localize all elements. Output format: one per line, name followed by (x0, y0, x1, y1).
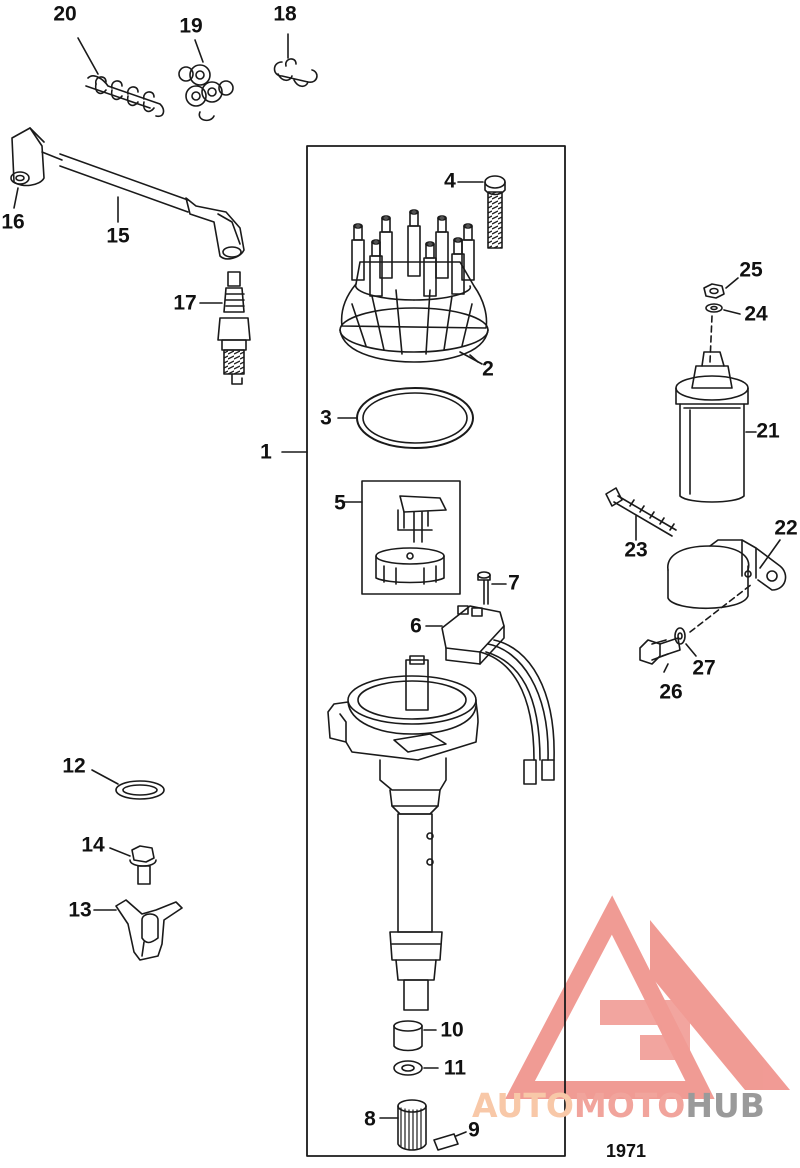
part-1-distributor-housing (327, 655, 479, 1011)
callout-6: 6 (410, 614, 422, 638)
callout-4: 4 (444, 169, 456, 193)
watermark-part-moto: MOTO (573, 1086, 686, 1125)
callout-10: 10 (440, 1018, 464, 1042)
part-20-wire-clip (77, 37, 165, 118)
callout-24: 24 (744, 302, 768, 326)
part-6-ignition-module (425, 605, 555, 785)
part-8-drive-gear (379, 1099, 427, 1151)
callout-27: 27 (692, 656, 716, 680)
part-19-triple-wire-clip (178, 39, 234, 122)
callout-17: 17 (173, 291, 197, 315)
part-27-washer (674, 627, 697, 657)
part-26-bolt (639, 637, 681, 673)
callout-25: 25 (739, 258, 763, 282)
part-3-cap-seal (337, 387, 474, 449)
part-14-bolt (109, 845, 157, 885)
part-17-spark-plug (199, 271, 251, 385)
watermark-text: AUTOMOTOHUB (472, 1086, 765, 1125)
part-22-coil-bracket (667, 539, 787, 610)
part-15-spark-plug-wire (10, 127, 245, 260)
callout-18: 18 (273, 2, 297, 26)
watermark-part-auto: AUTO (472, 1086, 574, 1125)
part-9-roll-pin (433, 1131, 467, 1151)
callout-11: 11 (443, 1056, 467, 1080)
watermark-part-hub: HUB (685, 1086, 765, 1125)
watermark-logo (505, 895, 790, 1099)
part-25-nut (703, 277, 739, 299)
callout-21: 21 (756, 419, 780, 443)
part-5-rotor (343, 480, 461, 595)
callout-26: 26 (659, 680, 683, 704)
part-23-bolt (605, 487, 677, 541)
part-18-double-wire-clip (273, 33, 318, 88)
callout-14: 14 (81, 833, 105, 857)
figure-number: 1971 (606, 1141, 647, 1161)
callout-20: 20 (53, 2, 77, 26)
callout-22: 22 (774, 516, 798, 540)
callout-16: 16 (1, 210, 25, 234)
callout-9: 9 (468, 1118, 480, 1142)
callout-23: 23 (624, 538, 648, 562)
part-11-washer (393, 1060, 439, 1076)
callout-1: 1 (260, 440, 272, 464)
part-7-screw (477, 571, 507, 605)
part-24-washer (705, 303, 741, 315)
callout-3: 3 (320, 406, 332, 430)
part-2-distributor-cap (339, 209, 489, 365)
part-21-ignition-coil (675, 351, 757, 503)
callout-13: 13 (68, 898, 92, 922)
callout-7: 7 (508, 571, 520, 595)
distributor-assembly-frame (306, 145, 566, 1157)
callout-2: 2 (482, 357, 494, 381)
callout-12: 12 (62, 754, 86, 778)
callout-15: 15 (106, 224, 130, 248)
part-4-screw (457, 175, 506, 249)
part-10-bushing (393, 1020, 437, 1052)
callout-8: 8 (364, 1107, 376, 1131)
callout-5: 5 (334, 491, 346, 515)
callout-19: 19 (179, 14, 203, 38)
part-13-hold-down-clamp (93, 899, 183, 961)
part-12-gasket (91, 769, 165, 800)
